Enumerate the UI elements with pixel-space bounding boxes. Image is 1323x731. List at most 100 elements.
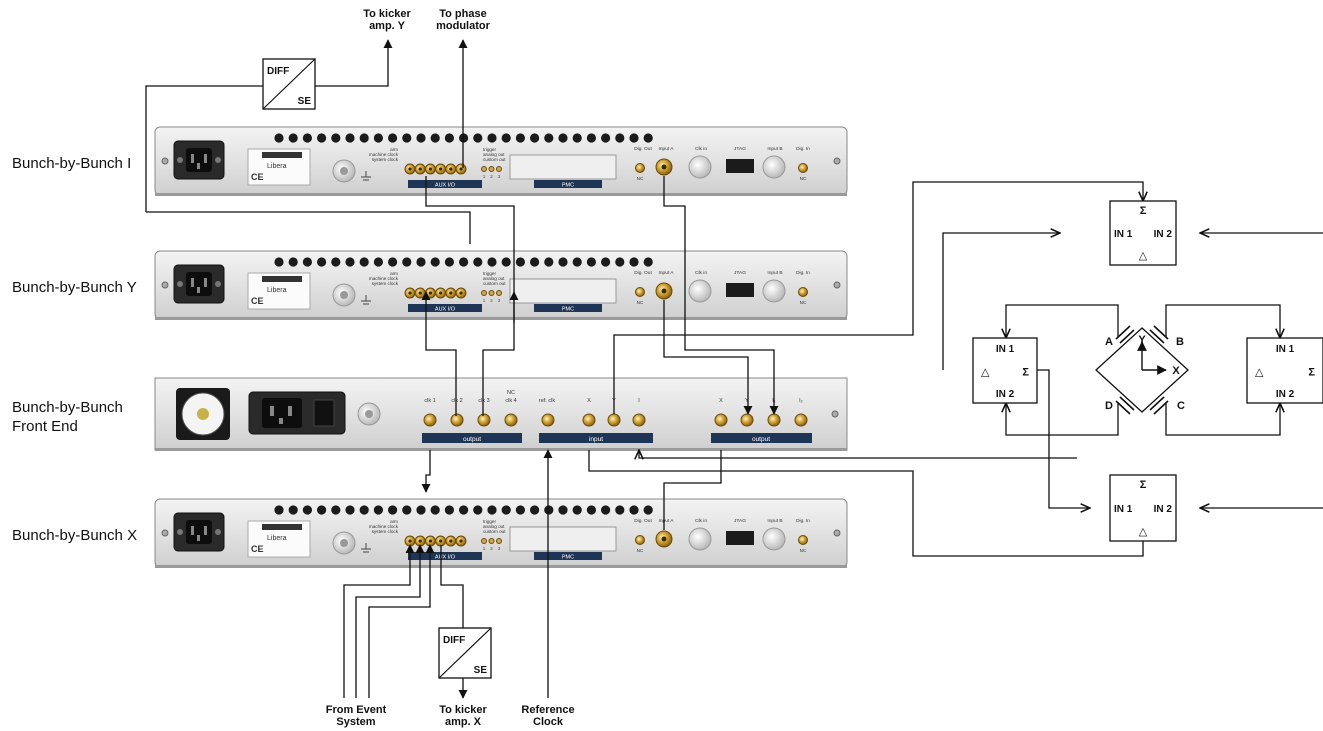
inlet-screw xyxy=(215,281,221,287)
logo-bar xyxy=(262,524,302,530)
inlet-screw xyxy=(177,281,183,287)
aux-connector-pin xyxy=(429,539,432,542)
pickup-x-label: X xyxy=(1172,365,1180,377)
jtag-port xyxy=(726,159,754,173)
vent-hole xyxy=(331,133,340,142)
sum-symbol: Σ xyxy=(1022,367,1029,379)
panel-shadow-bbi xyxy=(155,193,847,196)
aux-connector-pin xyxy=(429,291,432,294)
power-pin xyxy=(191,526,194,535)
vent-hole xyxy=(473,257,482,266)
aux-led xyxy=(482,291,487,296)
panel-shadow-bbx xyxy=(155,565,847,568)
dig-out-connector xyxy=(636,288,645,297)
hybrid-bottom: ΣIN 1IN 2△ xyxy=(1110,475,1176,541)
input-b-connector xyxy=(763,528,785,550)
vent-hole xyxy=(544,257,553,266)
pickup-d-label: D xyxy=(1105,400,1113,412)
vent-hole xyxy=(644,257,653,266)
vent-hole xyxy=(289,505,298,514)
fe-output-bar-2-label: output xyxy=(752,436,770,443)
input-a-pin xyxy=(662,165,667,170)
vent-hole xyxy=(573,505,582,514)
input-b-label: Input B xyxy=(767,518,782,524)
aux-label-right: custom out xyxy=(483,281,506,286)
delta-symbol: △ xyxy=(1139,250,1148,262)
nc-label-2: NC xyxy=(800,176,807,181)
diff-se-box-x: DIFFSE xyxy=(439,628,491,678)
vent-hole xyxy=(360,505,369,514)
power-pin xyxy=(204,526,207,535)
vent-hole xyxy=(431,257,440,266)
clk-in-label: Clk in xyxy=(695,270,707,276)
ear-screw-right xyxy=(834,158,840,164)
fe-power-switch xyxy=(314,400,334,426)
in1-label: IN 1 xyxy=(1276,344,1295,355)
inlet-screw xyxy=(215,529,221,535)
in2-label: IN 2 xyxy=(1154,504,1173,515)
aux-connector-pin xyxy=(429,167,432,170)
vent-hole xyxy=(629,133,638,142)
fe-output-bar-1-label: output xyxy=(463,436,481,443)
clk-in-connector xyxy=(689,280,711,302)
delta-symbol: △ xyxy=(1139,526,1148,538)
nc-label: NC xyxy=(637,548,644,553)
vent-hole xyxy=(487,133,496,142)
fe-clk-connector xyxy=(424,414,436,426)
callout-phase-modulator: To phase modulator xyxy=(428,8,498,32)
clk-in-label: Clk in xyxy=(695,146,707,152)
in1-label: IN 1 xyxy=(1114,229,1133,240)
input-a-label: Input A xyxy=(659,270,675,276)
vent-hole xyxy=(544,133,553,142)
vent-hole xyxy=(615,505,624,514)
fe-power-pin xyxy=(288,406,292,416)
vent-hole xyxy=(487,257,496,266)
aux-label: system clock xyxy=(372,281,399,286)
fe-clk-label: clk 1 xyxy=(424,398,435,404)
vent-hole xyxy=(530,133,539,142)
fe-clk-label: clk 2 xyxy=(451,398,462,404)
callout-reference-clock-line2: Clock xyxy=(513,716,583,728)
pickup-c-label: C xyxy=(1177,400,1185,412)
nc-label-2: NC xyxy=(800,548,807,553)
vent-hole xyxy=(416,133,425,142)
aux-connector-pin xyxy=(439,539,442,542)
aux-connector-pin xyxy=(408,291,411,294)
vent-hole xyxy=(487,505,496,514)
pmc-slot xyxy=(510,279,616,303)
vent-hole xyxy=(289,133,298,142)
in2-label: IN 2 xyxy=(1276,389,1295,400)
logo-bar xyxy=(262,152,302,158)
callout-reference-clock-line1: Reference xyxy=(513,704,583,716)
pmc-slot xyxy=(510,155,616,179)
vent-hole xyxy=(516,133,525,142)
input-a-label: Input A xyxy=(659,518,675,524)
vent-hole xyxy=(516,505,525,514)
vent-hole xyxy=(317,257,326,266)
vent-hole xyxy=(274,505,283,514)
dig-in-connector xyxy=(799,164,808,173)
vent-hole xyxy=(274,133,283,142)
delta-symbol: △ xyxy=(981,367,990,379)
dig-out-label: Dig. Out xyxy=(634,146,652,152)
aux-led xyxy=(497,167,502,172)
vent-hole xyxy=(317,133,326,142)
libera-panel-bby: LiberaCEarmmachine clocksystem clocktrig… xyxy=(155,251,847,320)
aux-led xyxy=(489,167,494,172)
input-a-label: Input A xyxy=(659,146,675,152)
aux-connector-pin xyxy=(459,291,462,294)
ear-screw-left xyxy=(162,530,168,536)
callout-kicker-x-line1: To kicker xyxy=(428,704,498,716)
vent-hole xyxy=(445,133,454,142)
aux-led xyxy=(497,291,502,296)
power-pin xyxy=(197,163,200,169)
vent-hole xyxy=(644,133,653,142)
aux-bar-label: AUX I/O xyxy=(435,183,456,189)
dig-out-label: Dig. Out xyxy=(634,518,652,524)
jtag-label: JTAG xyxy=(734,146,746,152)
fe-nc-label: NC xyxy=(507,390,515,396)
fe-power-pin xyxy=(270,406,274,416)
vent-hole xyxy=(331,257,340,266)
vent-hole xyxy=(558,505,567,514)
